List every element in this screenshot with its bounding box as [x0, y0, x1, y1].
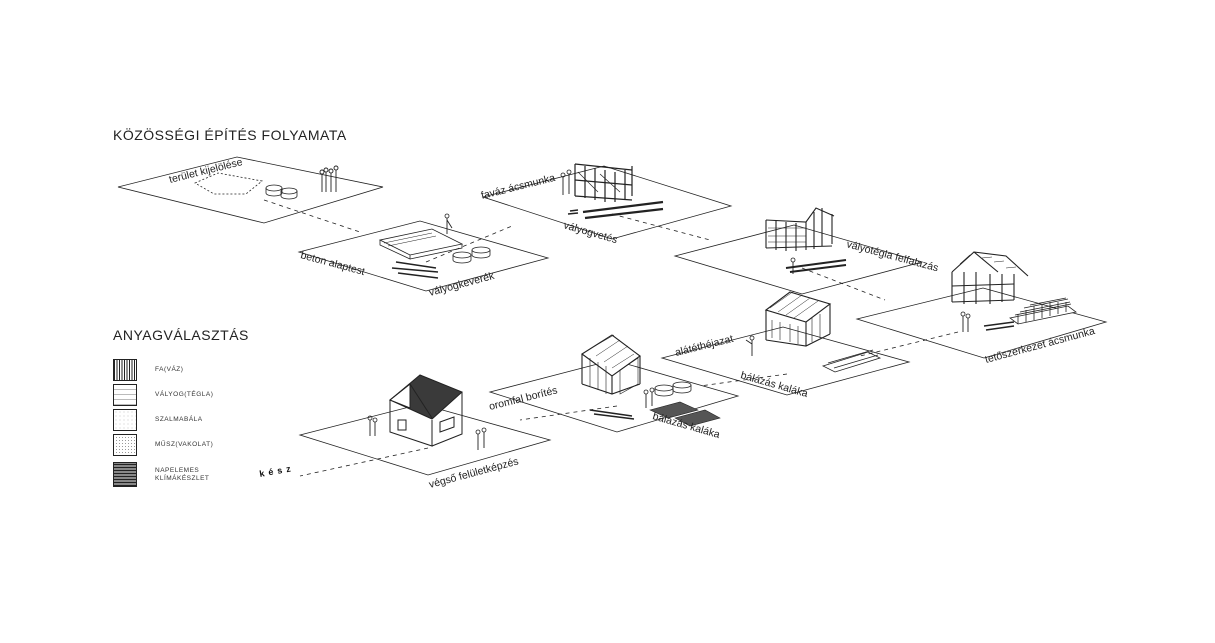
process-connectors: [263, 199, 959, 477]
plane-teto: [855, 287, 1108, 359]
legend-label-plaster: MŰSZ(VAKOLAT): [155, 441, 214, 448]
finish-label: kész: [259, 463, 296, 479]
plane-valyogtegla: [673, 224, 924, 295]
legend-swatch-solar: [113, 462, 137, 487]
plane-alatet: [660, 326, 911, 396]
plane-favaz: [481, 165, 733, 240]
people-icon: [319, 165, 339, 192]
legend-swatch-wood: [113, 359, 137, 381]
legend-swatch-plaster: [113, 434, 137, 456]
process-heading: KÖZÖSSÉGI ÉPÍTÉS FOLYAMATA: [113, 127, 347, 143]
legend-label-solar: NAPELEMES KLÍMÁKÉSZLET: [155, 467, 210, 482]
plane-vegso: [298, 403, 552, 476]
legend-swatch-brick: [113, 384, 137, 406]
legend-label-straw: SZALMABÁLA: [155, 416, 203, 423]
legend-label-brick: VÁLYOG(TÉGLA): [155, 391, 214, 398]
legend-swatch-straw: [113, 409, 137, 431]
legend-label-wood: FA(VÁZ): [155, 366, 184, 373]
materials-heading: ANYAGVÁLASZTÁS: [113, 327, 249, 343]
